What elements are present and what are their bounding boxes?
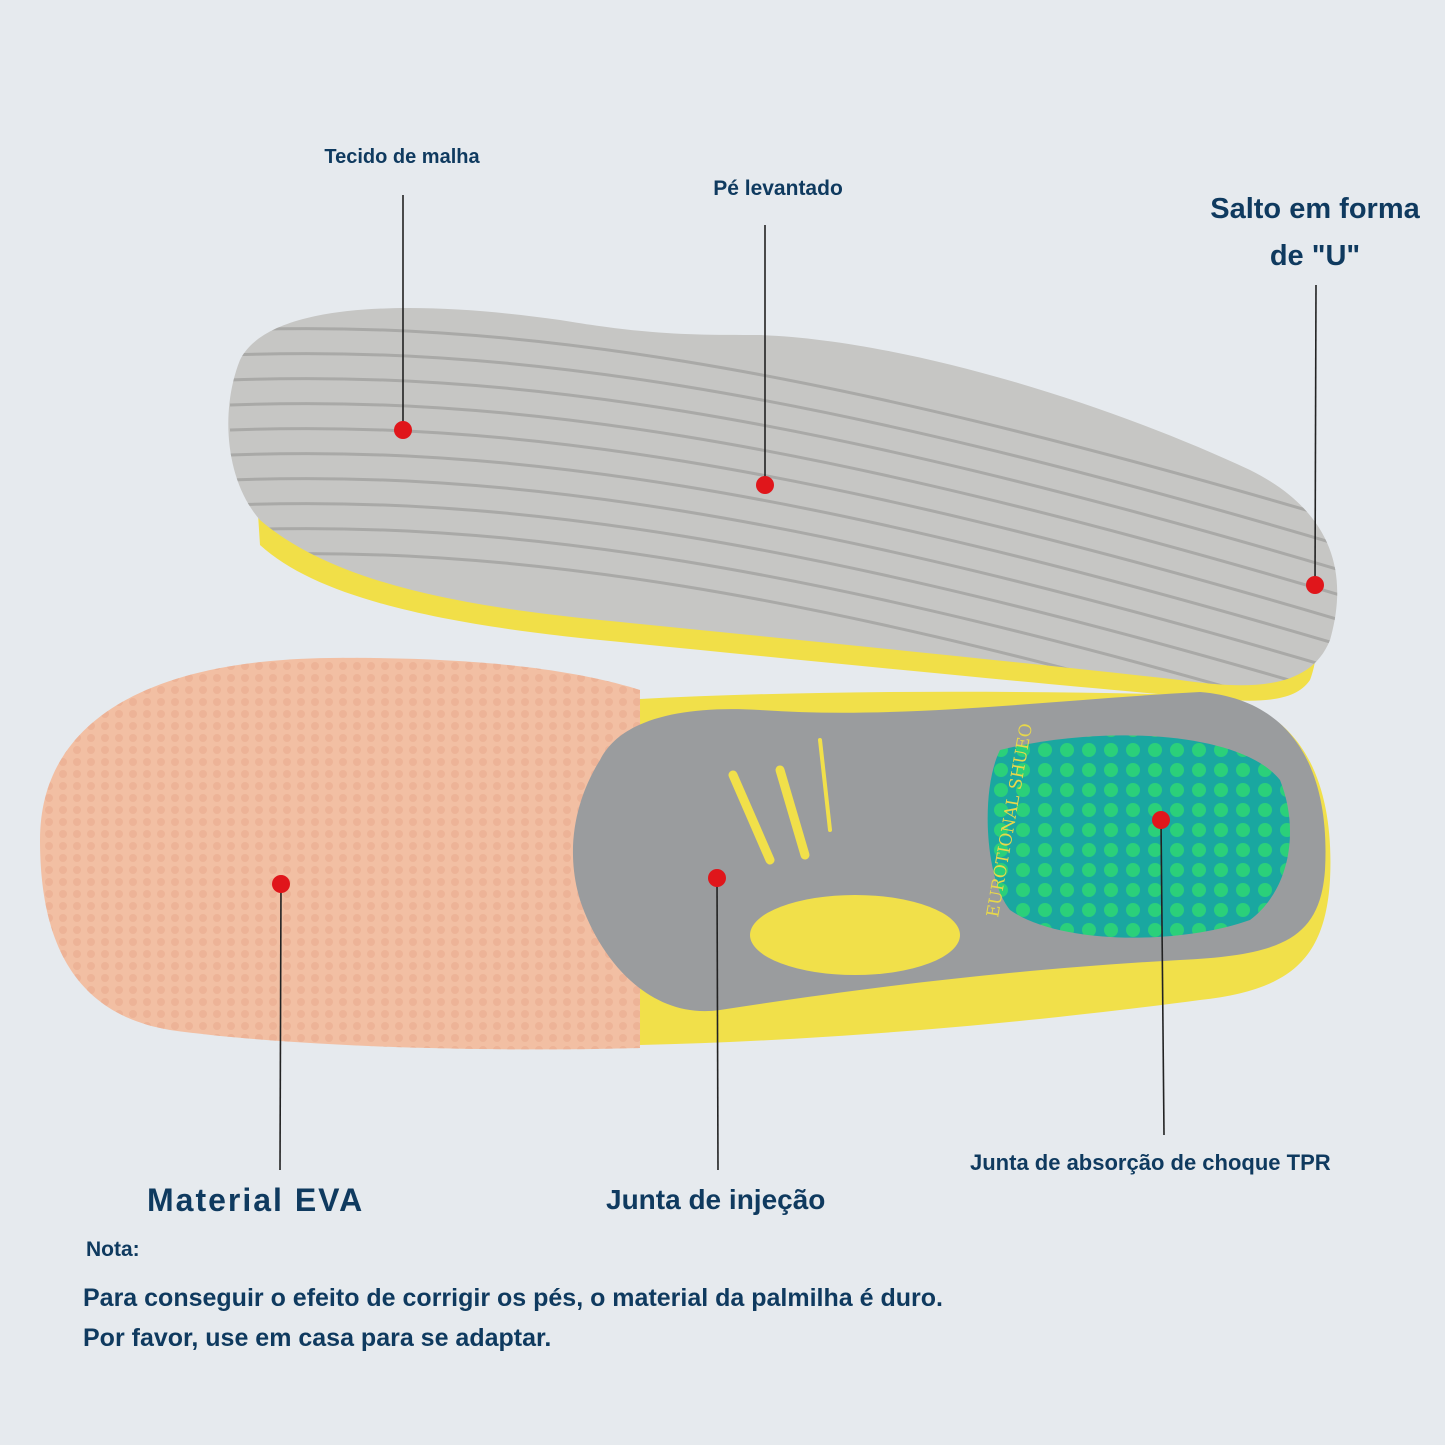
marker-mesh — [394, 421, 412, 439]
label-mesh: Tecido de malha — [324, 146, 480, 168]
label-tpr: Junta de absorção de choque TPR — [970, 1150, 1331, 1175]
leader-line-tpr — [1160, 819, 1165, 1136]
note-line1: Para conseguir o efeito de corrigir os p… — [83, 1284, 943, 1312]
label-eva: Material EVA — [147, 1182, 365, 1218]
marker-injection — [708, 869, 726, 887]
label-heel-line1: Salto em forma — [1210, 193, 1420, 225]
leader-line-heel — [1314, 284, 1317, 586]
marker-arch — [756, 476, 774, 494]
label-heel-line2: de "U" — [1269, 240, 1361, 272]
label-arch: Pé levantado — [713, 177, 843, 200]
marker-tpr — [1152, 811, 1170, 829]
note-title: Nota: — [86, 1238, 140, 1261]
label-injection: Junta de injeção — [606, 1184, 826, 1215]
top-insole-mesh — [228, 308, 1338, 701]
note-line2: Por favor, use em casa para se adaptar. — [83, 1324, 552, 1352]
leader-lines — [279, 195, 1317, 1171]
leader-line-eva — [279, 883, 282, 1171]
bottom-insole: EUROTIONAL SHUEO — [40, 657, 1331, 1050]
leader-line-injection — [716, 877, 719, 1171]
marker-eva — [272, 875, 290, 893]
marker-heel — [1306, 576, 1324, 594]
